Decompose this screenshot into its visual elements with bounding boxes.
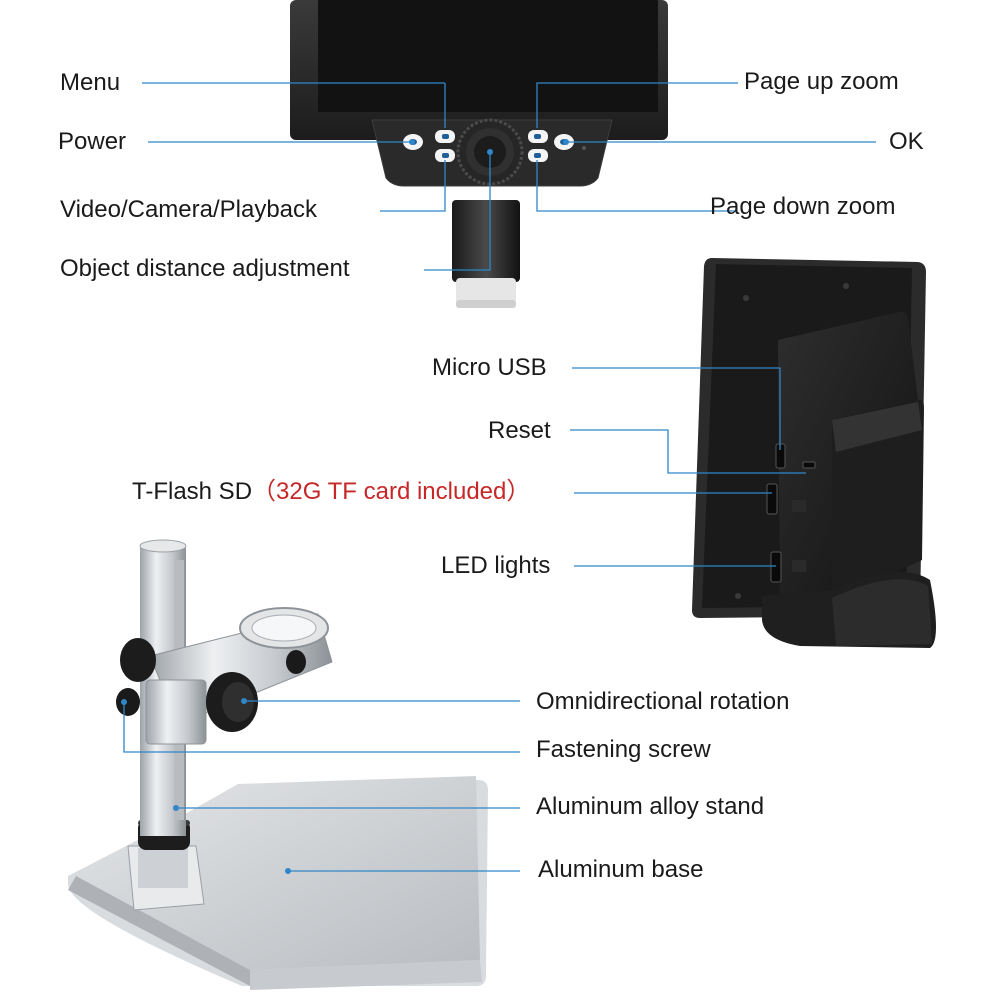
fastening-screw-callout [123, 702, 520, 753]
reset-callout [570, 429, 806, 474]
micro-usb-callout [572, 367, 781, 450]
page-down-callout [536, 160, 736, 212]
aluminum-base-label: Aluminum base [538, 856, 704, 883]
ok-callout-dot [563, 139, 569, 145]
reset-label: Reset [488, 417, 551, 444]
monitor-front [290, 0, 668, 187]
video-callout [380, 160, 446, 212]
omni-rotation-callout-dot [241, 698, 247, 704]
holder-arm [116, 607, 333, 745]
page-down-zoom-label: Page down zoom [710, 193, 896, 220]
power-label: Power [58, 128, 127, 155]
micro-usb-label: Micro USB [432, 354, 547, 381]
power-callout-dot [409, 139, 415, 145]
object-distance-callout-dot [487, 149, 493, 155]
video-camera-playback-label: Video/Camera/Playback [60, 196, 318, 223]
menu-label: Menu [60, 69, 121, 96]
lens-barrel [452, 200, 520, 308]
page-up-callout [536, 82, 738, 128]
monitor-back [692, 258, 936, 648]
fastening-screw-callout-dot [121, 699, 127, 705]
object-distance-label: Object distance adjustment [60, 255, 350, 282]
page-up-zoom-label: Page up zoom [744, 68, 899, 95]
tflash-sd-text: T-Flash SD [132, 478, 253, 505]
stand-callout-dot [173, 805, 179, 811]
fastening-screw-label: Fastening screw [536, 736, 711, 763]
object-distance-callout [424, 152, 491, 271]
tflash-card-note: （32G TF card included） [252, 478, 531, 505]
omni-rotation-label: Omnidirectional rotation [536, 688, 790, 715]
ok-label: OK [889, 128, 924, 155]
aluminum-stand-label: Aluminum alloy stand [536, 793, 765, 820]
led-lights-label: LED lights [441, 552, 551, 579]
stand-base-plate [68, 776, 488, 990]
base-callout-dot [285, 868, 291, 874]
tflash-sd-label: T-Flash SD（32G TF card included） [132, 480, 530, 504]
